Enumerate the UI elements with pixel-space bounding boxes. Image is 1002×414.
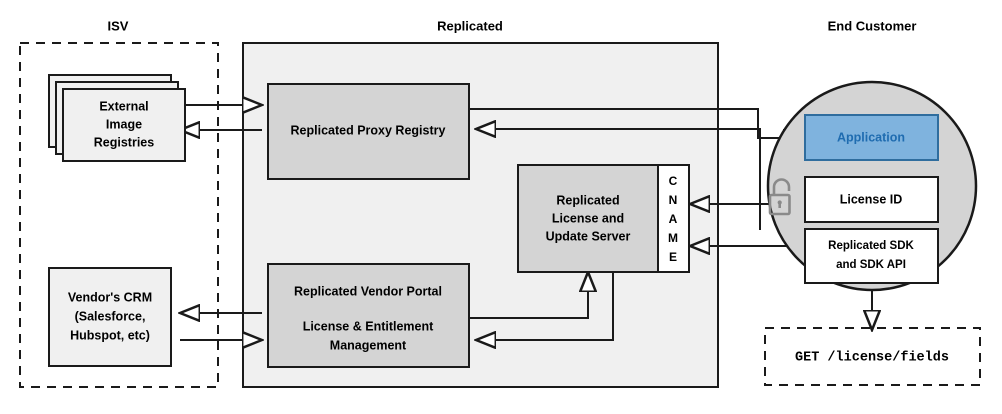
zone-title-replicated: Replicated xyxy=(437,18,503,33)
isv-zone-boundary xyxy=(19,42,219,388)
zone-title-isv: ISV xyxy=(108,18,129,33)
license-server-box xyxy=(517,164,659,273)
application-label: Application xyxy=(837,130,905,144)
connector-license-server-to-portal xyxy=(476,272,614,340)
connector-portal-to-license-server xyxy=(469,272,588,319)
license-server-line-2: License and xyxy=(552,211,624,225)
application-box xyxy=(804,114,939,161)
sdk-line-2: and SDK API xyxy=(836,259,906,271)
node-replicated-proxy-registry[interactable]: Replicated Proxy Registry xyxy=(267,83,470,180)
crm-line-1: Vendor's CRM xyxy=(68,290,152,304)
license-server-line-3: Update Server xyxy=(546,229,631,243)
cname-letter-a: A xyxy=(669,212,678,226)
vendors-crm-box xyxy=(48,267,172,367)
sdk-line-1: Replicated SDK xyxy=(828,240,914,252)
license-id-label: License ID xyxy=(840,192,903,206)
registries-line-1: External xyxy=(99,99,148,113)
cname-letter-e: E xyxy=(669,250,677,264)
vendor-portal-line-2: License & Entitlement xyxy=(303,319,434,333)
node-api-request[interactable]: GET /license/fields xyxy=(764,327,981,386)
cname-letter-m: M xyxy=(668,231,678,245)
node-license-update-server[interactable]: Replicated License and Update Server xyxy=(517,164,659,273)
api-request-label: GET /license/fields xyxy=(795,351,949,366)
node-vendors-crm[interactable]: Vendor's CRM (Salesforce, Hubspot, etc) xyxy=(48,267,172,367)
crm-line-2: (Salesforce, xyxy=(75,309,146,323)
proxy-registry-box xyxy=(267,83,470,180)
proxy-registry-label: Replicated Proxy Registry xyxy=(291,123,446,137)
node-license-id[interactable]: License ID xyxy=(804,176,939,223)
cname-box xyxy=(657,164,690,273)
registry-stack-front xyxy=(62,88,186,162)
license-server-line-1: Replicated xyxy=(556,193,619,207)
vendor-portal-line-3: Management xyxy=(330,338,407,352)
node-replicated-vendor-portal[interactable]: Replicated Vendor Portal License & Entit… xyxy=(267,263,470,368)
node-replicated-sdk[interactable]: Replicated SDK and SDK API xyxy=(804,228,939,284)
replicated-sdk-box xyxy=(804,228,939,284)
api-request-box xyxy=(764,327,981,386)
node-cname[interactable]: C N A M E xyxy=(657,164,690,273)
crm-line-3: Hubspot, etc) xyxy=(70,328,150,342)
cname-letter-n: N xyxy=(669,193,678,207)
cname-letter-c: C xyxy=(669,174,678,188)
zone-title-end-customer: End Customer xyxy=(828,18,917,33)
connector-customer-to-proxy xyxy=(476,129,761,230)
node-external-image-registries[interactable]: External Image Registries xyxy=(48,74,186,162)
license-id-box xyxy=(804,176,939,223)
vendor-portal-line-1: Replicated Vendor Portal xyxy=(294,284,442,298)
unlocked-padlock-icon xyxy=(768,178,791,216)
node-application[interactable]: Application xyxy=(804,114,939,161)
vendor-portal-box xyxy=(267,263,470,368)
registries-line-3: Registries xyxy=(94,135,154,149)
registries-line-2: Image xyxy=(106,117,142,131)
